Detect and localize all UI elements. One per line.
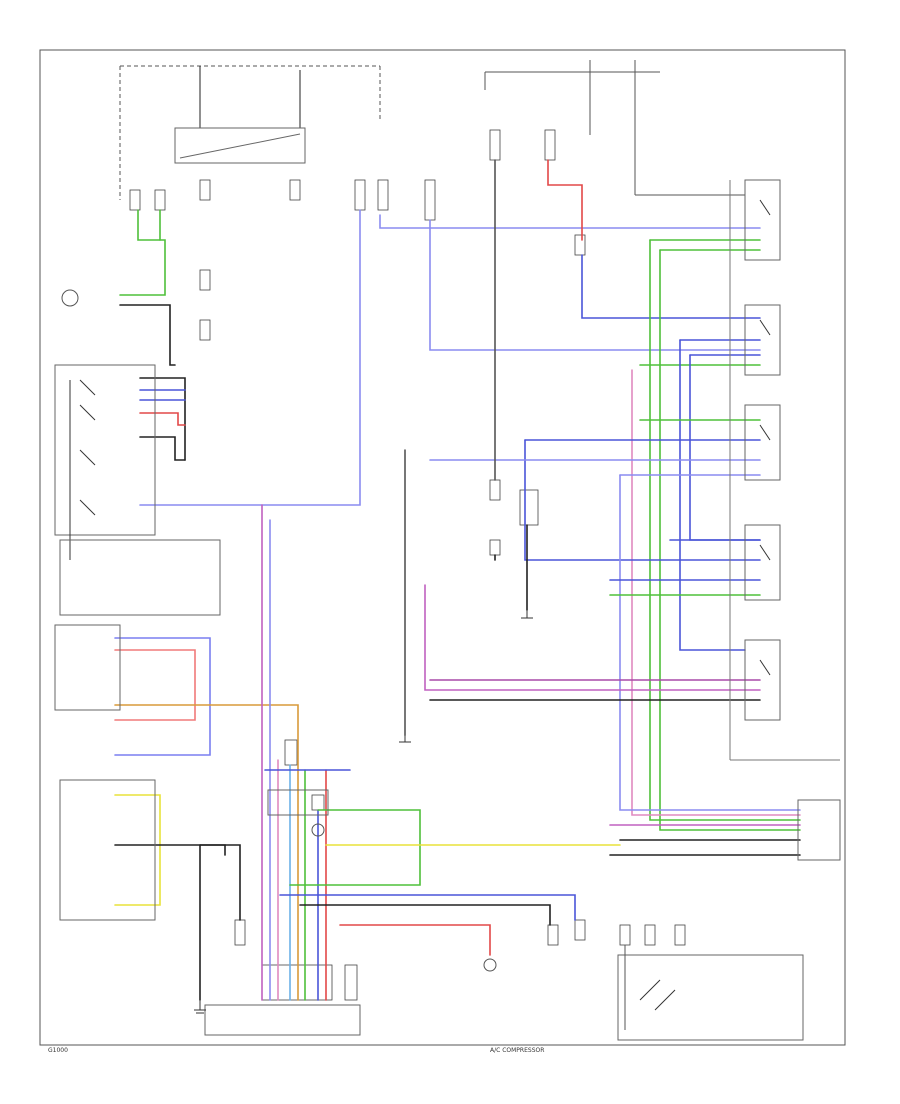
right-switch-group [729, 179, 841, 861]
top-power-feeds [119, 60, 745, 200]
diagram-frame [39, 49, 846, 1046]
selector-switch-box [54, 364, 156, 536]
diode-icon [311, 823, 325, 837]
left-wires [114, 209, 361, 1001]
diode-box [267, 789, 329, 816]
right-bus [379, 159, 801, 856]
fan-motor-icon [61, 289, 79, 307]
pressure-switch-contacts [624, 945, 676, 1030]
temp-sensor-box [59, 779, 156, 921]
connectors [129, 129, 686, 1001]
ac-switch-box [54, 624, 121, 711]
footer-left-label: G1000 [48, 1047, 68, 1054]
ac-control-unit-box [204, 1004, 361, 1036]
compressor-clutch-icon [483, 958, 497, 972]
selector-switch-contacts [69, 379, 96, 560]
cruise-switch-box [59, 539, 221, 616]
fuse-relay-box [174, 127, 306, 164]
ac-pressure-switch-box [617, 954, 804, 1041]
center-wires [199, 504, 621, 1001]
ground-symbols [194, 610, 533, 1014]
footer-mid-label: A/C COMPRESSOR [490, 1047, 544, 1054]
